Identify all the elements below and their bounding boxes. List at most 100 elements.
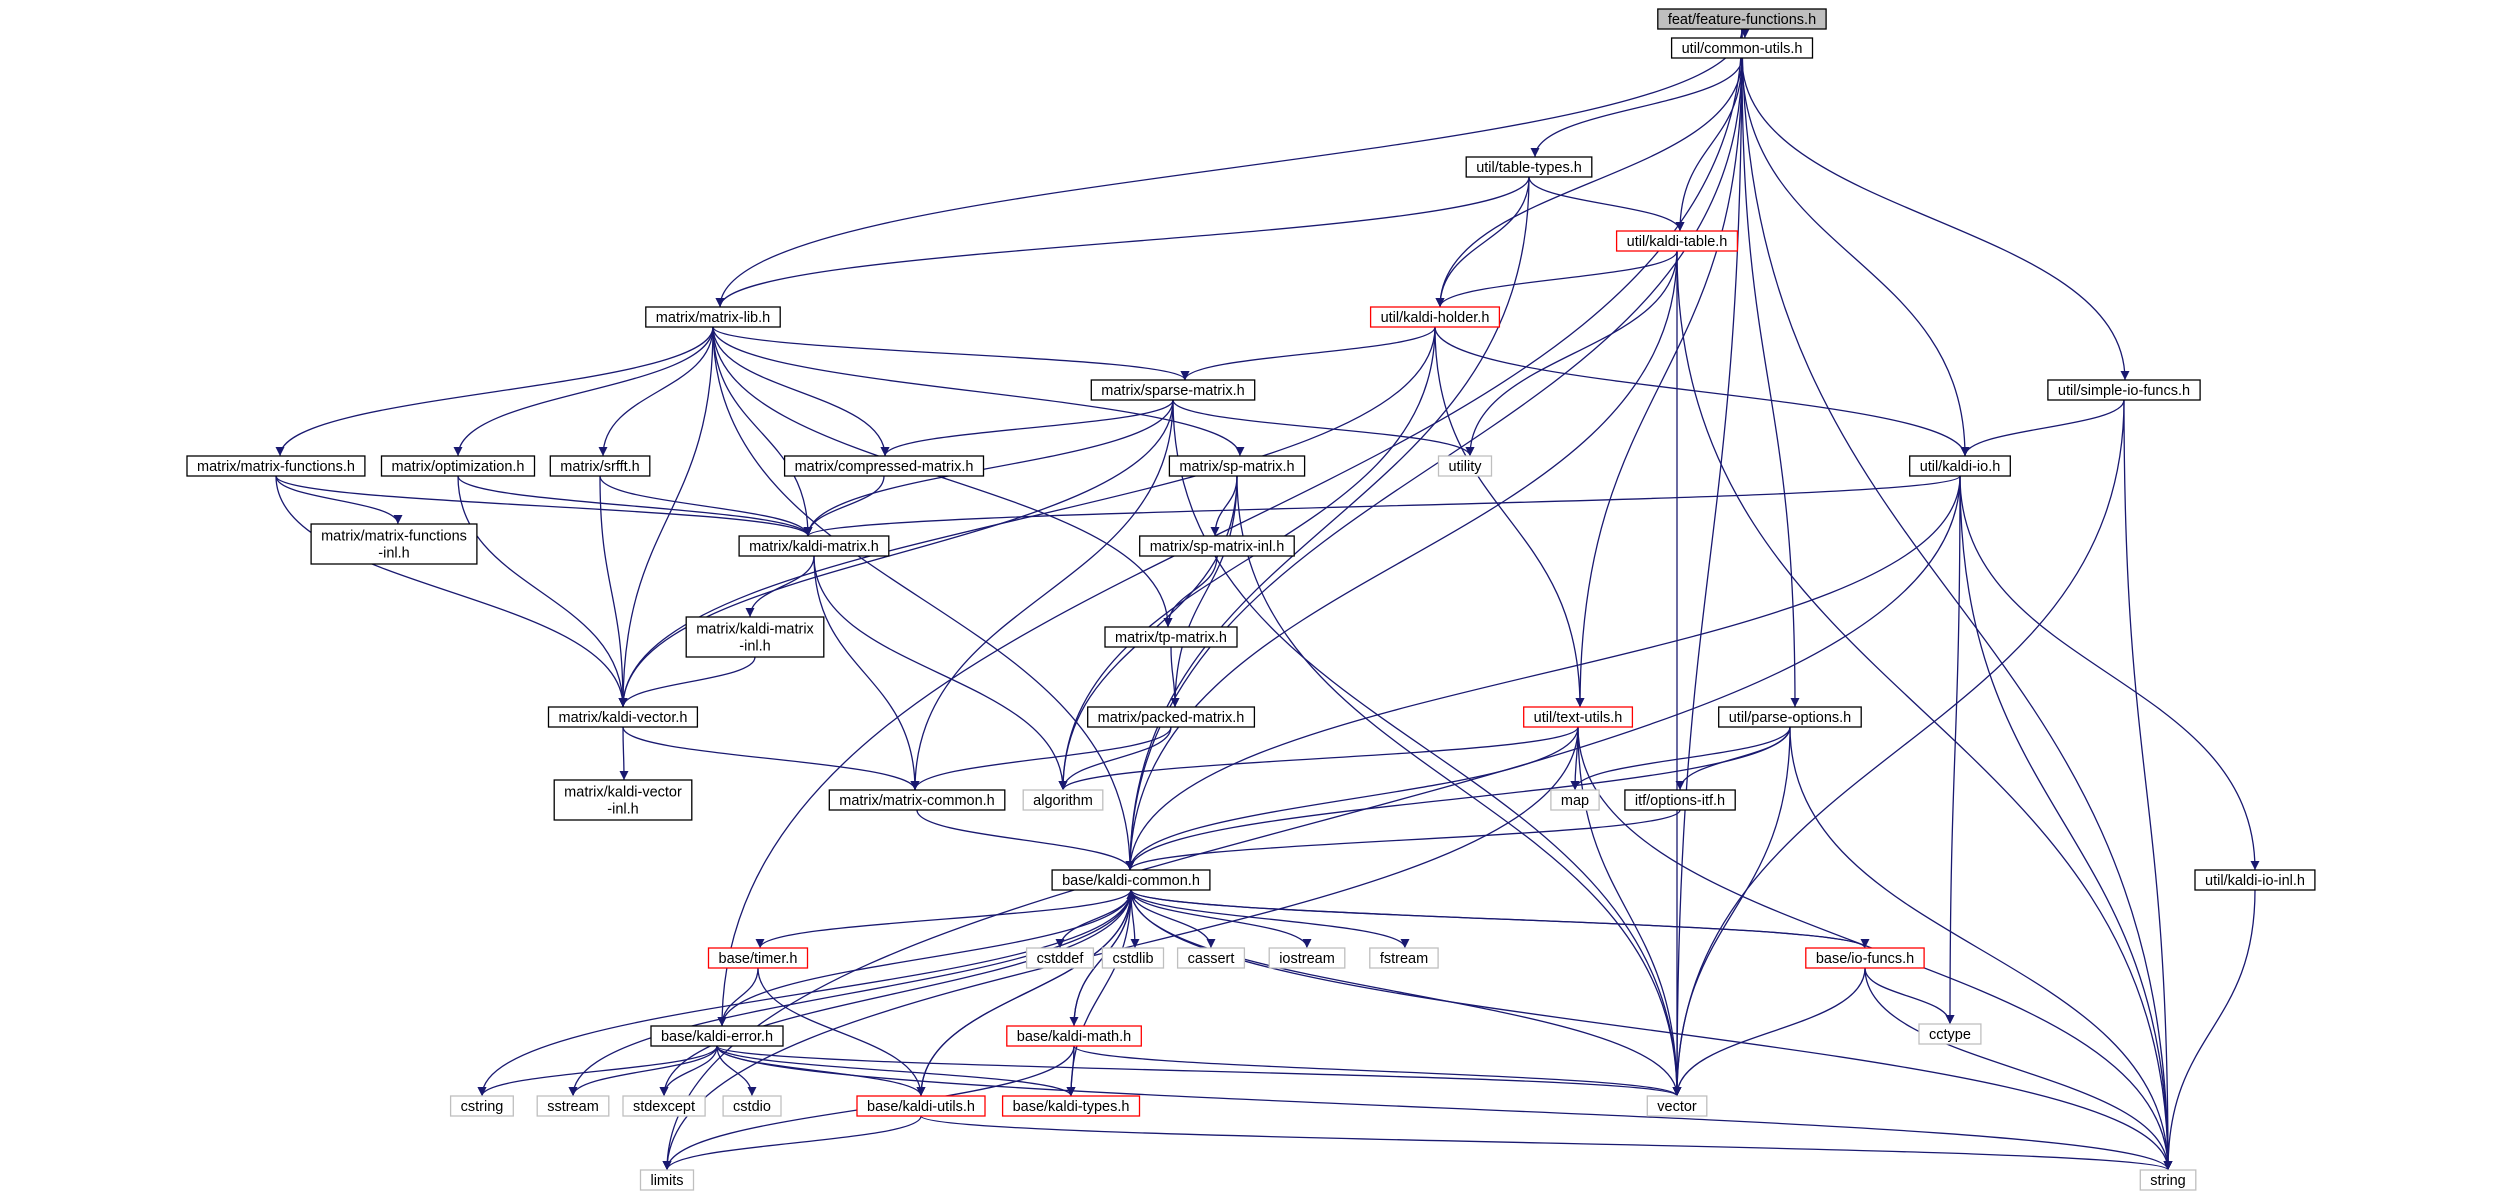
node-box [553,779,693,821]
edge-kaldi-common-to-fstream [1130,889,1410,949]
node-kaldi-utils[interactable]: base/kaldi-utils.h [856,1095,986,1117]
node-kaldi-vector[interactable]: matrix/kaldi-vector.h [547,706,699,728]
node-box [1615,230,1739,252]
edge-optimization-to-kaldi-vector [457,475,628,708]
node-cctype: cctype [1918,1023,1982,1045]
node-sp-matrix[interactable]: matrix/sp-matrix.h [1168,455,1306,477]
node-matrix-common[interactable]: matrix/matrix-common.h [828,789,1006,811]
edge-compressed-to-kaldi-matrix [803,475,885,537]
node-box [738,535,890,557]
edge-matrix-lib-to-kaldi-matrix [712,326,813,537]
edge-matrix-lib-to-compressed [712,326,890,457]
edge-parse-options-to-map [1570,726,1791,791]
node-kaldi-common[interactable]: base/kaldi-common.h [1051,869,1211,891]
node-text-utils[interactable]: util/text-utils.h [1523,706,1634,728]
node-srfft[interactable]: matrix/srfft.h [549,455,651,477]
node-box [1090,379,1256,401]
node-io-funcs[interactable]: base/io-funcs.h [1805,947,1925,969]
node-label: matrix/kaldi-vector-inl.h [564,785,682,818]
node-label: matrix/matrix-functions-inl.h [321,529,467,562]
node-box [828,789,1006,811]
node-box [549,455,651,477]
node-box [1550,789,1600,811]
edge-kaldi-common-to-cstring [477,889,1132,1097]
node-matrix-functions[interactable]: matrix/matrix-functions.h [186,455,366,477]
edge-parse-options-to-kaldi-common [1125,726,1791,871]
node-label: base/kaldi-math.h [1017,1029,1131,1045]
edge-kaldi-common-to-kaldi-error [717,889,1132,1027]
node-kaldi-io[interactable]: util/kaldi-io.h [1909,455,2011,477]
edge-optimization-to-kaldi-matrix [457,475,813,537]
node-box [1139,535,1295,557]
node-label: limits [650,1173,683,1189]
edge-text-utils-to-kaldi-common [1125,726,1579,871]
edge-kaldi-table-to-string [1676,250,2173,1171]
node-label: cstddef [1037,951,1085,967]
edge-root-to-vector [1672,28,1743,1097]
edge-srfft-to-kaldi-matrix [599,475,813,537]
edge-text-utils-to-algorithm [1058,726,1579,791]
node-kaldi-error[interactable]: base/kaldi-error.h [650,1025,784,1047]
node-simple-io[interactable]: util/simple-io-funcs.h [2047,379,2201,401]
node-label: matrix/kaldi-vector.h [559,710,688,726]
node-optimization[interactable]: matrix/optimization.h [380,455,536,477]
edge-common-utils-to-text-utils [1575,57,1743,708]
node-timer[interactable]: base/timer.h [707,947,809,969]
node-kaldi-math[interactable]: base/kaldi-math.h [1006,1025,1142,1047]
node-vector: vector [1646,1095,1708,1117]
node-km-inl[interactable]: matrix/kaldi-matrix-inl.h [685,616,825,658]
node-root[interactable]: feat/feature-functions.h [1657,8,1827,30]
node-packed[interactable]: matrix/packed-matrix.h [1087,706,1256,728]
edge-kaldi-holder-to-kaldi-io [1434,326,1970,457]
node-mf-inl[interactable]: matrix/matrix-functions-inl.h [310,523,478,565]
node-tp-matrix[interactable]: matrix/tp-matrix.h [1104,626,1238,648]
node-kio-inl[interactable]: util/kaldi-io-inl.h [2194,869,2316,891]
node-label: cstring [461,1099,504,1115]
node-label: util/text-utils.h [1534,710,1623,726]
node-table-types[interactable]: util/table-types.h [1465,156,1593,178]
node-label: vector [1657,1099,1697,1115]
edge-kaldi-common-to-string [1130,889,2173,1171]
node-label: matrix/sp-matrix.h [1179,459,1294,475]
edge-kaldi-table-to-utility [1465,250,1678,457]
node-box [1001,1095,1141,1117]
edge-matrix-lib-to-kaldi-common [712,326,1135,871]
node-sp-inl[interactable]: matrix/sp-matrix-inl.h [1139,535,1295,557]
node-box [2139,1169,2197,1191]
node-label: cctype [1929,1027,1971,1043]
edge-packed-to-algorithm [1058,726,1172,791]
edge-kaldi-common-to-iostream [1130,889,1312,949]
node-fstream: fstream [1369,947,1439,969]
node-compressed[interactable]: matrix/compressed-matrix.h [783,455,985,477]
node-options-itf[interactable]: itf/options-itf.h [1624,789,1736,811]
node-parse-options[interactable]: util/parse-options.h [1718,706,1862,728]
node-common-utils[interactable]: util/common-utils.h [1670,37,1814,59]
edge-io-funcs-to-string [1864,967,2173,1171]
node-kv-inl[interactable]: matrix/kaldi-vector-inl.h [553,779,693,821]
node-map: map [1550,789,1600,811]
node-box [1268,947,1346,969]
edge-table-types-to-kaldi-common [1125,176,1530,871]
node-kaldi-holder[interactable]: util/kaldi-holder.h [1369,306,1501,328]
edge-kaldi-io-to-kaldi-common [1125,475,1961,871]
edge-kaldi-error-to-cstdio [716,1045,757,1097]
node-label: base/kaldi-types.h [1013,1099,1130,1115]
node-box [1718,706,1862,728]
edge-sparse-matrix-to-kaldi-matrix [803,399,1174,537]
edge-matrix-lib-to-kaldi-vector [618,326,714,708]
edge-common-utils-to-kaldi-holder [1435,57,1743,308]
node-kaldi-table[interactable]: util/kaldi-table.h [1615,230,1739,252]
edge-kaldi-io-to-kio-inl [1959,475,2260,871]
node-label: cassert [1188,951,1235,967]
node-label: matrix/matrix-lib.h [656,310,770,326]
edge-kaldi-matrix-to-algorithm [813,555,1068,791]
edge-kaldi-common-to-cassert [1130,889,1216,949]
node-label: util/kaldi-io-inl.h [2205,873,2305,889]
node-kaldi-matrix[interactable]: matrix/kaldi-matrix.h [738,535,890,557]
node-matrix-lib[interactable]: matrix/matrix-lib.h [645,306,781,328]
node-box [1670,37,1814,59]
node-kaldi-types[interactable]: base/kaldi-types.h [1001,1095,1141,1117]
node-box [1624,789,1736,811]
node-sparse-matrix[interactable]: matrix/sparse-matrix.h [1090,379,1256,401]
